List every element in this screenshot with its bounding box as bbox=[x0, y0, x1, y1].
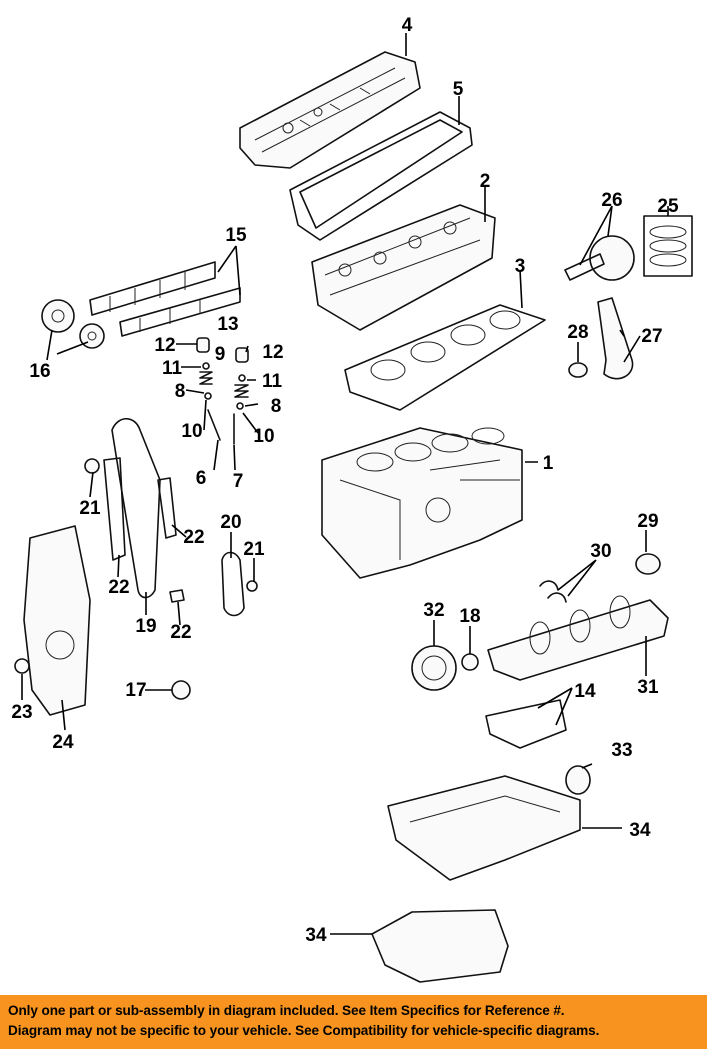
callout-31: 31 bbox=[637, 677, 659, 698]
callout-21-right: 21 bbox=[243, 539, 265, 560]
tensioner-slipper bbox=[169, 589, 185, 603]
exploded-engine-diagram: 4 5 2 3 1 15 16 13 12 12 11 11 9 8 8 10 … bbox=[11, 15, 693, 983]
disclaimer-line-2: Diagram may not be specific to your vehi… bbox=[8, 1023, 600, 1038]
callout-34-upper: 34 bbox=[629, 820, 651, 841]
callout-20: 20 bbox=[220, 512, 241, 533]
callout-17: 17 bbox=[125, 680, 146, 701]
piston-rings bbox=[643, 215, 693, 277]
head-gasket bbox=[344, 304, 546, 411]
callout-30: 30 bbox=[590, 541, 611, 562]
thrust-washers bbox=[539, 580, 567, 603]
callout-10-right: 10 bbox=[253, 426, 274, 447]
oil-pan-upper bbox=[387, 775, 581, 881]
callout-29: 29 bbox=[637, 511, 658, 532]
callout-14: 14 bbox=[574, 681, 596, 702]
callout-8-left: 8 bbox=[175, 381, 186, 402]
callout-7: 7 bbox=[233, 471, 244, 492]
callout-25: 25 bbox=[657, 196, 679, 217]
disclaimer-line-1: Only one part or sub-assembly in diagram… bbox=[8, 1003, 565, 1018]
callout-11-right: 11 bbox=[262, 371, 283, 392]
connecting-rod bbox=[597, 297, 634, 380]
valve-cover-gasket bbox=[289, 111, 473, 241]
balance-shafts bbox=[485, 699, 567, 749]
callout-11-left: 11 bbox=[162, 358, 183, 379]
pulley-seal bbox=[461, 653, 479, 671]
callout-3: 3 bbox=[515, 256, 526, 277]
callout-6: 6 bbox=[196, 468, 207, 489]
front-seal bbox=[14, 658, 30, 674]
cam-sprockets bbox=[41, 299, 105, 349]
callout-8-right: 8 bbox=[271, 396, 282, 417]
rear-main-seal bbox=[565, 765, 591, 795]
callout-32: 32 bbox=[423, 600, 444, 621]
crank-pulley bbox=[411, 645, 457, 691]
chain-guide-right bbox=[157, 477, 177, 539]
callout-21-left: 21 bbox=[79, 498, 101, 519]
main-bearing bbox=[635, 553, 661, 575]
rod-bearing bbox=[568, 362, 588, 378]
valve-cover bbox=[239, 51, 421, 169]
chain-tensioner bbox=[84, 458, 100, 474]
callout-18: 18 bbox=[459, 606, 480, 627]
callout-28: 28 bbox=[567, 322, 588, 343]
callout-22-right: 22 bbox=[183, 527, 204, 548]
timing-chain bbox=[111, 417, 161, 599]
chain-guide-left bbox=[103, 457, 126, 561]
callout-19: 19 bbox=[135, 616, 156, 637]
callout-22-left: 22 bbox=[108, 577, 129, 598]
callout-1: 1 bbox=[543, 453, 554, 474]
engine-block bbox=[321, 427, 523, 579]
crank-sprocket bbox=[171, 680, 191, 700]
callout-9: 9 bbox=[215, 344, 226, 365]
callout-10-left: 10 bbox=[181, 421, 202, 442]
callout-23: 23 bbox=[11, 702, 32, 723]
crankshaft bbox=[487, 595, 669, 681]
balance-chain bbox=[221, 551, 245, 617]
timing-cover bbox=[23, 525, 91, 716]
callout-4: 4 bbox=[402, 15, 413, 36]
callout-2: 2 bbox=[480, 171, 491, 192]
disclaimer-banner: Only one part or sub-assembly in diagram… bbox=[0, 995, 707, 1049]
cylinder-head bbox=[311, 204, 496, 331]
valvetrain bbox=[196, 337, 249, 445]
callout-13: 13 bbox=[217, 314, 238, 335]
callout-24: 24 bbox=[52, 732, 74, 753]
callout-15: 15 bbox=[225, 225, 247, 246]
camshafts bbox=[89, 261, 241, 337]
callout-33: 33 bbox=[611, 740, 632, 761]
callout-34-lower: 34 bbox=[305, 925, 327, 946]
callout-22-bottom: 22 bbox=[170, 622, 191, 643]
callout-27: 27 bbox=[641, 326, 662, 347]
callout-26: 26 bbox=[601, 190, 622, 211]
leader-lines bbox=[21, 33, 669, 935]
oil-pan-lower bbox=[371, 909, 509, 983]
callout-12-left: 12 bbox=[154, 335, 175, 356]
callout-16: 16 bbox=[29, 361, 50, 382]
piston bbox=[564, 235, 635, 281]
callout-5: 5 bbox=[453, 79, 464, 100]
callout-12-right: 12 bbox=[262, 342, 283, 363]
